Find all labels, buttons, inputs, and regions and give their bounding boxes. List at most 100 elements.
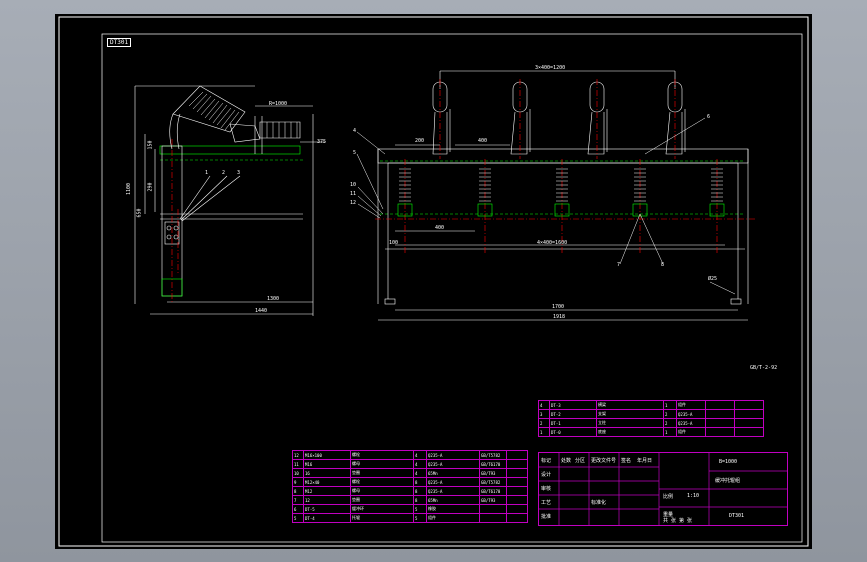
table-cell bbox=[734, 418, 764, 428]
table-cell: M12 bbox=[303, 486, 351, 496]
table-cell bbox=[506, 486, 528, 496]
table-cell bbox=[705, 400, 735, 410]
table-cell: 8 bbox=[413, 477, 427, 487]
side-view bbox=[134, 85, 325, 316]
callout-front-4: 4 bbox=[353, 128, 357, 134]
table-cell: 垫圈 bbox=[350, 468, 414, 478]
table-cell: 2 bbox=[663, 409, 677, 419]
table-cell: DT-4 bbox=[303, 513, 351, 523]
table-cell: GB/T5782 bbox=[479, 450, 507, 460]
table-cell: M16 bbox=[303, 459, 351, 469]
dim-front-top-span: 3×400=1200 bbox=[535, 65, 566, 71]
table-cell: 1 bbox=[663, 400, 677, 410]
table-cell: 8 bbox=[292, 486, 304, 496]
table-cell: 5 bbox=[292, 513, 304, 523]
table-cell bbox=[479, 513, 507, 523]
title-company: B=1000 bbox=[719, 459, 738, 465]
table-cell: 65Mn bbox=[426, 468, 480, 478]
table-cell: 1 bbox=[538, 427, 550, 437]
dim-front-dia: Ø25 bbox=[708, 276, 718, 282]
table-cell: 螺母 bbox=[350, 486, 414, 496]
title-role-design: 设计 bbox=[541, 472, 552, 478]
table-cell: 4 bbox=[413, 468, 427, 478]
dim-side-1300: 1300 bbox=[267, 296, 280, 302]
table-cell: 螺母 bbox=[350, 459, 414, 469]
table-cell: 2 bbox=[538, 418, 550, 428]
dim-front-bottom-span: 4×400=1600 bbox=[537, 240, 568, 246]
table-cell: 横梁 bbox=[596, 400, 664, 410]
title-label-mark: 标记 bbox=[541, 458, 552, 464]
table-cell: DT-5 bbox=[303, 504, 351, 514]
table-cell: Q235-A bbox=[426, 459, 480, 469]
table-cell bbox=[506, 504, 528, 514]
title-role-standard: 标准化 bbox=[591, 500, 607, 506]
table-cell bbox=[506, 450, 528, 460]
title-role-review: 审核 bbox=[541, 486, 552, 492]
callout-front-5: 5 bbox=[353, 150, 357, 156]
table-cell: 2 bbox=[663, 418, 677, 428]
dim-front-1918: 1918 bbox=[553, 314, 566, 320]
title-block: 标记 处数 分区 更改文件号 签名 年月日 设计 审核 工艺 标准化 批准 B=… bbox=[538, 452, 788, 526]
dim-side-375: 375 bbox=[317, 139, 327, 145]
front-view bbox=[356, 70, 755, 321]
table-cell: 托辊 bbox=[350, 513, 414, 523]
standard-ref-mark: GB/T-2-92 bbox=[750, 365, 778, 371]
table-cell: 8 bbox=[413, 486, 427, 496]
table-cell: 垫圈 bbox=[350, 495, 414, 505]
callout-side-1: 1 bbox=[205, 170, 209, 176]
table-cell: Q235-A bbox=[676, 418, 706, 428]
table-cell: 缓冲环 bbox=[350, 504, 414, 514]
table-cell bbox=[705, 409, 735, 419]
table-cell: 组件 bbox=[676, 400, 706, 410]
dim-side-1100: 1100 bbox=[126, 182, 133, 196]
table-cell: GB/T5782 bbox=[479, 477, 507, 487]
table-cell bbox=[734, 400, 764, 410]
table-cell: 65Mn bbox=[426, 495, 480, 505]
table-cell: 橡胶 bbox=[426, 504, 480, 514]
title-block-grid bbox=[539, 453, 787, 525]
table-cell: GB/T93 bbox=[479, 468, 507, 478]
table-cell: M16×100 bbox=[303, 450, 351, 460]
table-cell: 立柱 bbox=[596, 418, 664, 428]
table-cell: GB/T93 bbox=[479, 495, 507, 505]
table-cell: 螺栓 bbox=[350, 477, 414, 487]
title-label-change-doc: 更改文件号 bbox=[591, 458, 617, 464]
table-cell: GB/T6170 bbox=[479, 459, 507, 469]
callout-front-8: 8 bbox=[661, 262, 665, 268]
table-cell: 5 bbox=[413, 513, 427, 523]
table-cell: DT-3 bbox=[549, 400, 597, 410]
callout-front-12: 12 bbox=[350, 200, 357, 206]
table-cell: 7 bbox=[292, 495, 304, 505]
table-cell bbox=[506, 513, 528, 523]
table-cell: Q235-A bbox=[426, 450, 480, 460]
title-label-signature: 签名 bbox=[621, 458, 632, 464]
table-cell: 12 bbox=[303, 495, 351, 505]
callout-front-10: 10 bbox=[350, 182, 357, 188]
table-cell bbox=[506, 468, 528, 478]
title-role-process: 工艺 bbox=[541, 500, 552, 506]
title-label-date: 年月日 bbox=[637, 458, 653, 464]
dim-side-150: 150 bbox=[147, 140, 154, 150]
title-weight-label: 重量 bbox=[663, 512, 674, 518]
title-sheet-label: 共 张 第 张 bbox=[663, 518, 693, 524]
callout-side-2: 2 bbox=[222, 170, 226, 176]
title-drawing-no: DT301 bbox=[729, 513, 745, 519]
callout-front-11: 11 bbox=[350, 191, 357, 197]
table-cell: Q235-A bbox=[426, 486, 480, 496]
table-cell: 10 bbox=[292, 468, 304, 478]
title-role-approve: 批准 bbox=[541, 514, 552, 520]
table-cell: DT-0 bbox=[549, 427, 597, 437]
title-drawing-name: 缓冲托辊组 bbox=[715, 478, 741, 484]
title-label-zone: 分区 bbox=[575, 458, 586, 464]
table-cell bbox=[506, 495, 528, 505]
outer-border bbox=[58, 16, 809, 547]
